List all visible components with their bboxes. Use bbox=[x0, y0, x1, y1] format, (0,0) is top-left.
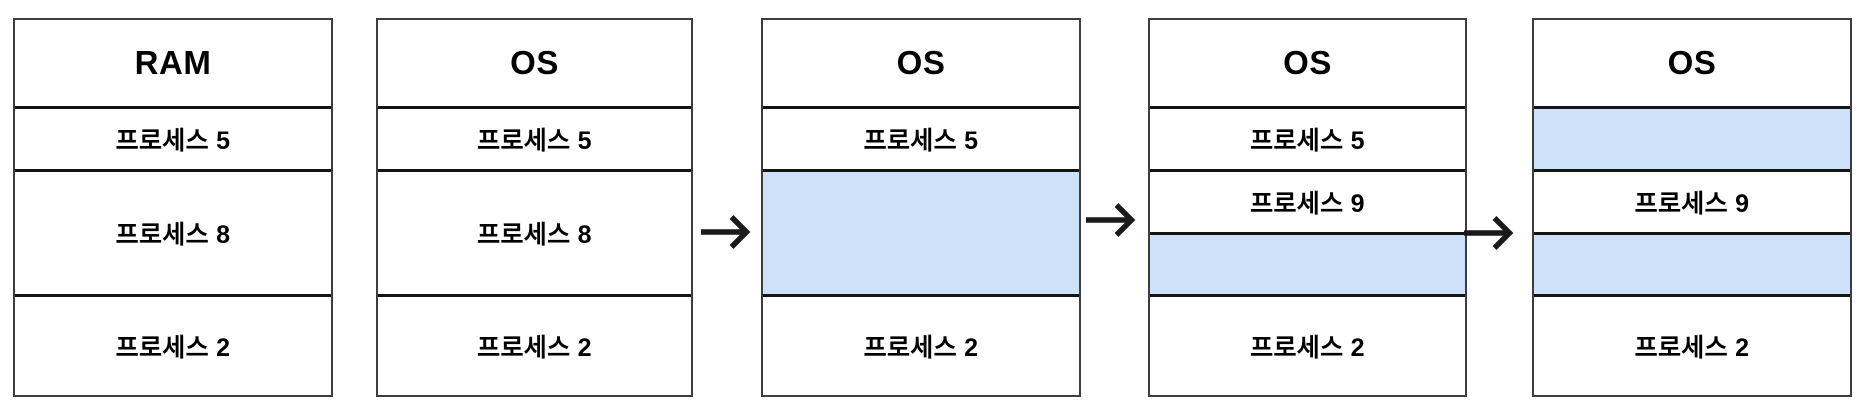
process-block: 프로세스 2 bbox=[763, 294, 1079, 395]
column-title: OS bbox=[1667, 44, 1717, 81]
process-block: 프로세스 8 bbox=[378, 169, 691, 294]
empty-memory-block bbox=[1534, 106, 1850, 169]
process-block: 프로세스 2 bbox=[1534, 294, 1850, 395]
process-block: 프로세스 2 bbox=[15, 294, 331, 395]
process-block: 프로세스 9 bbox=[1150, 169, 1465, 232]
process-block: 프로세스 5 bbox=[15, 106, 331, 169]
process-block: 프로세스 5 bbox=[763, 106, 1079, 169]
right-arrow-icon bbox=[701, 210, 761, 254]
column-title: OS bbox=[896, 44, 946, 81]
process-block: 프로세스 8 bbox=[15, 169, 331, 294]
column-title: OS bbox=[510, 44, 559, 81]
memory-column-os-2: OS 프로세스 5 프로세스 2 bbox=[761, 18, 1081, 397]
process-block: 프로세스 9 bbox=[1534, 169, 1850, 232]
process-block: 프로세스 5 bbox=[378, 106, 691, 169]
right-arrow-icon bbox=[1464, 211, 1524, 255]
process-block: 프로세스 2 bbox=[1150, 294, 1465, 395]
empty-memory-block bbox=[1534, 232, 1850, 294]
empty-memory-block bbox=[1150, 232, 1465, 294]
column-title: OS bbox=[1283, 44, 1332, 81]
column-title: RAM bbox=[134, 44, 212, 81]
right-arrow-icon bbox=[1086, 198, 1146, 242]
empty-memory-block bbox=[763, 169, 1079, 294]
process-block: 프로세스 5 bbox=[1150, 106, 1465, 169]
process-block: 프로세스 2 bbox=[378, 294, 691, 395]
memory-column-os-4: OS 프로세스 9 프로세스 2 bbox=[1532, 18, 1852, 397]
